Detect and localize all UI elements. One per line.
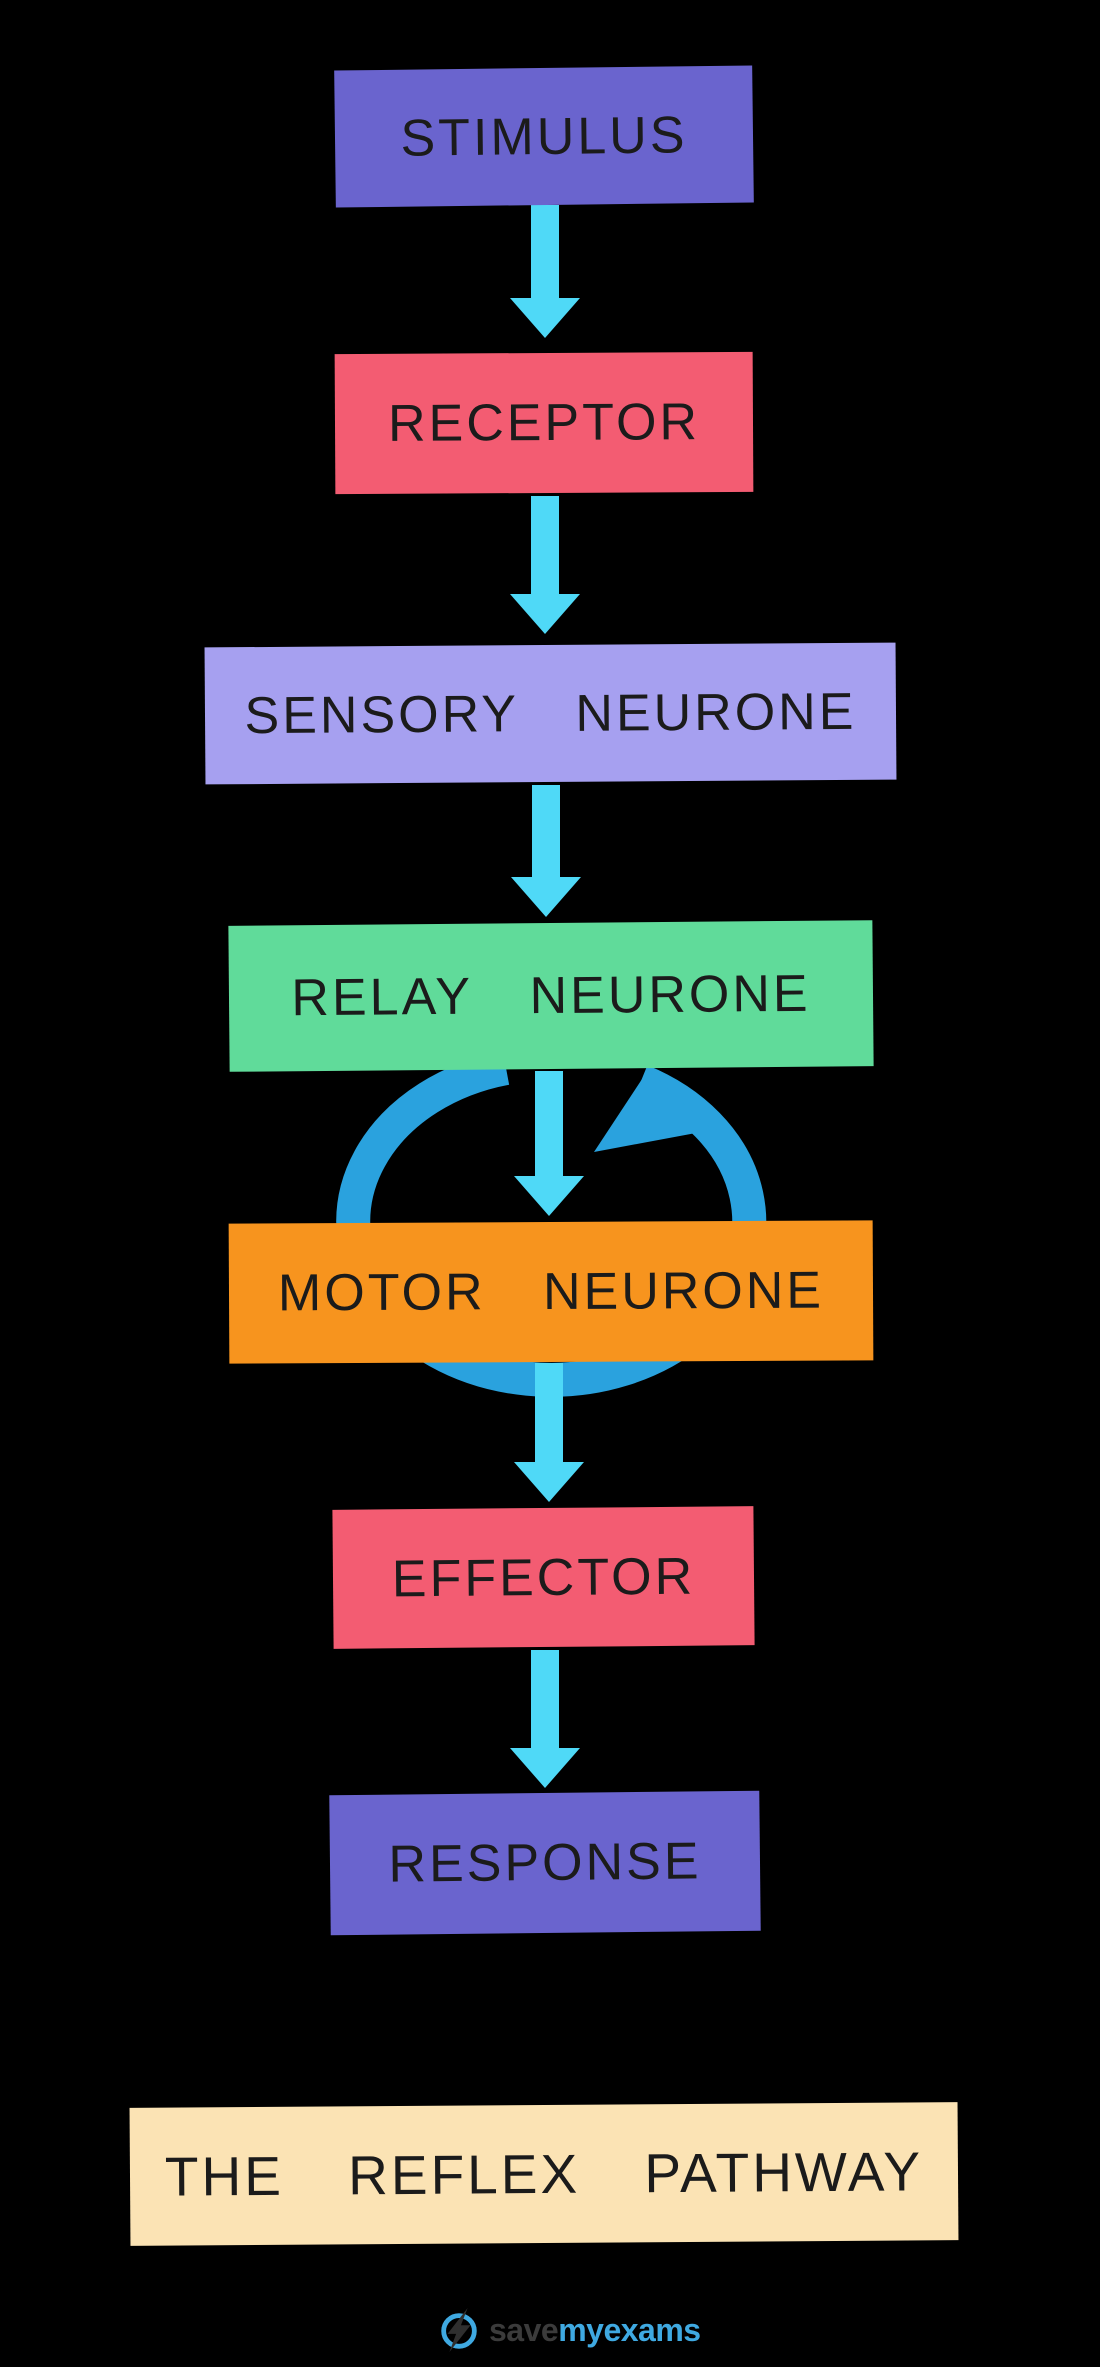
- node-receptor-label: RECEPTOR: [387, 393, 701, 453]
- cycle-arrow-arc: [336, 1051, 767, 1397]
- arrow-receptor-to-sensory-neurone: [510, 496, 580, 634]
- arrow-sensory-neurone-to-relay-neurone: [511, 785, 581, 917]
- logo-word-exams: exams: [603, 2312, 701, 2348]
- arrow-relay-neurone-to-motor-neurone: [514, 1071, 584, 1216]
- lightning-bolt-circle-icon: [441, 2307, 477, 2353]
- arrow-effector-to-response: [510, 1650, 580, 1788]
- node-receptor: RECEPTOR: [334, 351, 754, 495]
- node-stimulus: STIMULUS: [334, 65, 754, 208]
- node-motor-neurone: MOTOR NEURONE: [228, 1220, 874, 1364]
- diagram-title: THE REFLEX PATHWAY: [164, 2140, 924, 2208]
- node-response: RESPONSE: [329, 1790, 761, 1936]
- diagram-title-box: THE REFLEX PATHWAY: [129, 2102, 959, 2246]
- node-effector-label: EFFECTOR: [391, 1547, 696, 1608]
- logo-bolt: [447, 2307, 471, 2353]
- arrow-stimulus-to-receptor: [510, 205, 580, 338]
- node-motor-neurone-label: MOTOR NEURONE: [277, 1261, 825, 1323]
- node-stimulus-label: STIMULUS: [400, 105, 688, 168]
- node-effector: EFFECTOR: [332, 1506, 755, 1649]
- node-relay-neurone: RELAY NEURONE: [228, 920, 874, 1072]
- logo-word-save: save: [489, 2312, 559, 2348]
- cycle-arrow-head: [594, 1070, 712, 1152]
- arrow-motor-neurone-to-effector: [514, 1363, 584, 1502]
- logo-ring: [441, 2313, 477, 2349]
- node-sensory-neurone: SENSORY NEURONE: [204, 642, 897, 785]
- node-relay-neurone-label: RELAY NEURONE: [291, 964, 811, 1028]
- node-response-label: RESPONSE: [388, 1832, 702, 1894]
- logo-word-my: my: [558, 2312, 604, 2348]
- node-sensory-neurone-label: SENSORY NEURONE: [244, 682, 857, 745]
